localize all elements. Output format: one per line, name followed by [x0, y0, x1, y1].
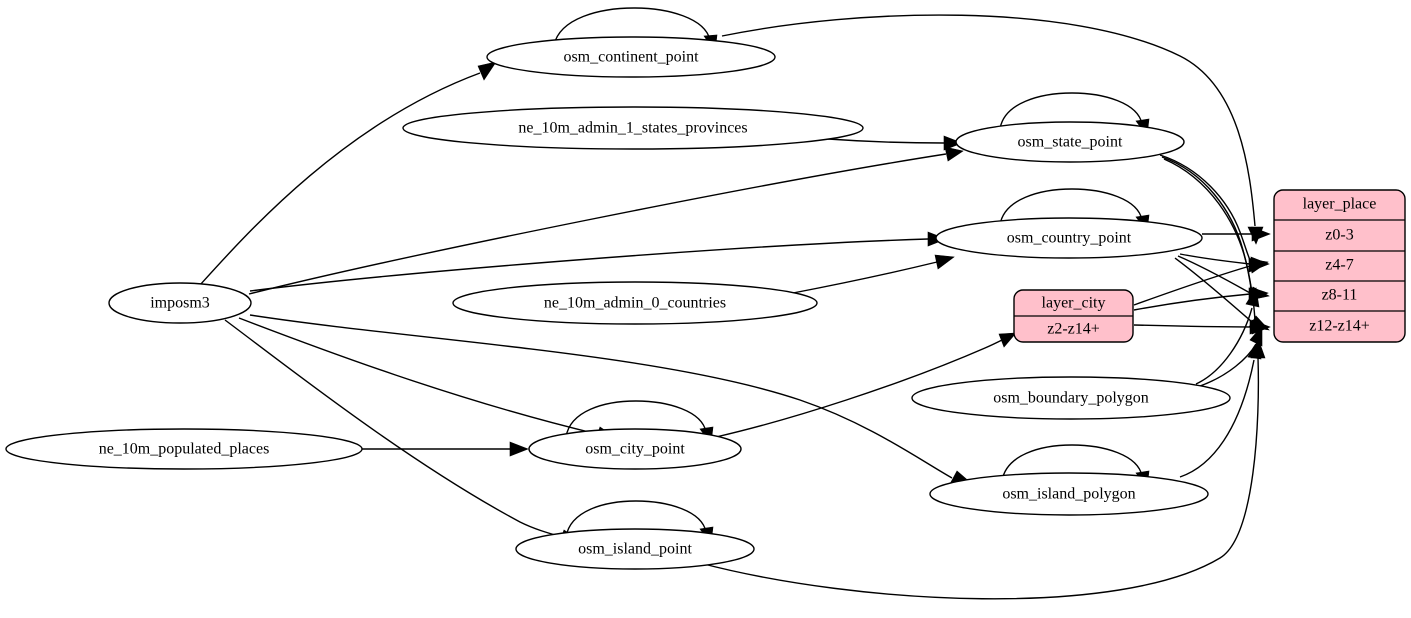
edge-ne_10m_admin_0_countries-to-osm_country_point — [792, 261, 938, 294]
edge-imposm3-to-osm_city_point — [238, 317, 598, 435]
edge-ne_10m_admin_1_states_provinces-to-osm_state_point — [827, 138, 945, 144]
node-ne_10m_admin_0_countries[interactable]: ne_10m_admin_0_countries — [452, 281, 818, 325]
node-shape-ellipse[interactable] — [486, 36, 776, 78]
arrowhead-icon — [1245, 287, 1260, 308]
node-label: ne_10m_admin_1_states_provinces — [518, 120, 747, 137]
selfloop-osm_city_point — [565, 400, 707, 438]
node-shape-ellipse[interactable] — [528, 428, 742, 470]
edge-layer_city-to-layer_place-z8-11 — [1133, 293, 1251, 311]
arrowhead-icon — [477, 61, 497, 81]
node-shape-ellipse[interactable] — [452, 281, 818, 325]
node-label: osm_country_point — [1007, 230, 1132, 247]
edge-imposm3-to-osm_island_polygon — [249, 314, 953, 479]
node-layer_place[interactable]: layer_place z0-3 z4-7 z8-11 z12-z14+ — [1273, 189, 1406, 343]
node-layer_city[interactable]: layer_city z2-z14+ — [1013, 289, 1134, 343]
record-row-layer_place-z8-11[interactable]: z8-11 — [1322, 287, 1358, 304]
edge-layer_city-to-layer_place-z4-7 — [1133, 265, 1251, 306]
node-label: osm_boundary_polygon — [993, 390, 1149, 407]
node-label: osm_island_point — [578, 541, 692, 558]
edge-osm_boundary_polygon-to-layer_place-z12-z14 — [1199, 343, 1257, 387]
node-label: osm_continent_point — [563, 49, 699, 66]
selfloop-osm_island_point — [565, 500, 707, 538]
node-shape-ellipse[interactable] — [108, 282, 252, 324]
record-row-layer_place-z12-z14[interactable]: z12-z14+ — [1309, 318, 1370, 335]
arrowhead-icon — [934, 254, 955, 270]
selfloop-osm_country_point — [999, 188, 1143, 226]
edge-layer_city-to-layer_place-z12-z14 — [1133, 324, 1253, 328]
node-shape-ellipse[interactable] — [955, 121, 1185, 163]
edge-osm_boundary_polygon-to-layer_place-z8-11 — [1195, 307, 1253, 385]
record-row-layer_city-z2-z14[interactable]: z2-z14+ — [1047, 321, 1100, 338]
node-shape-ellipse[interactable] — [929, 472, 1209, 516]
node-label: imposm3 — [150, 295, 210, 312]
node-osm_island_polygon[interactable]: osm_island_polygon — [929, 472, 1209, 516]
node-label: osm_island_polygon — [1002, 486, 1135, 503]
node-shape-ellipse[interactable] — [515, 528, 755, 570]
edge-osm_state_point-to-layer_place-z12-z14 — [1163, 158, 1256, 325]
arrowhead-icon — [998, 332, 1017, 348]
edge-imposm3-to-osm_continent_point — [199, 72, 481, 286]
node-label: osm_city_point — [585, 441, 685, 458]
node-ne_10m_admin_1_states_provinces[interactable]: ne_10m_admin_1_states_provinces — [402, 106, 864, 150]
nodes-group: imposm3 ne_10m_populated_places osm_cont… — [5, 36, 1231, 570]
edge-osm_country_point-to-layer_place-z8-11 — [1177, 255, 1251, 294]
arrowhead-icon — [1251, 226, 1271, 242]
node-osm_city_point[interactable]: osm_city_point — [528, 428, 742, 470]
node-shape-ellipse[interactable] — [5, 428, 363, 470]
selfloop-osm_continent_point — [553, 7, 711, 46]
node-osm_boundary_polygon[interactable]: osm_boundary_polygon — [911, 376, 1231, 420]
node-label: osm_state_point — [1018, 134, 1123, 151]
selfloop-osm_island_polygon — [1001, 444, 1143, 482]
record-row-layer_place-z0-3[interactable]: z0-3 — [1325, 227, 1353, 244]
arrowhead-icon — [944, 146, 964, 162]
node-shape-ellipse[interactable] — [911, 376, 1231, 420]
edge-imposm3-to-osm_state_point — [248, 153, 947, 295]
edge-osm_island_point-to-layer_place-z12-z14 — [699, 357, 1260, 600]
node-label: ne_10m_populated_places — [99, 441, 270, 458]
edge-osm_island_polygon-to-layer_place-z12-z14 — [1179, 359, 1255, 478]
node-osm_country_point[interactable]: osm_country_point — [935, 217, 1203, 259]
record-row-layer_place-z4-7[interactable]: z4-7 — [1325, 257, 1353, 274]
edge-osm_country_point-to-layer_place-z12-z14 — [1174, 257, 1253, 323]
edge-imposm3-to-osm_country_point — [249, 238, 929, 292]
node-shape-ellipse[interactable] — [935, 217, 1203, 259]
node-imposm3[interactable]: imposm3 — [108, 282, 252, 324]
edge-imposm3-to-osm_island_point — [224, 319, 563, 538]
arrowhead-icon — [509, 441, 529, 457]
node-shape-ellipse[interactable] — [402, 106, 864, 150]
selfloop-osm_state_point — [999, 92, 1143, 130]
arrowhead-icon — [1248, 258, 1269, 274]
node-ne_10m_populated_places[interactable]: ne_10m_populated_places — [5, 428, 363, 470]
edge-osm_state_point-to-layer_place-z4-7 — [1159, 154, 1253, 265]
node-osm_state_point[interactable]: osm_state_point — [955, 121, 1185, 163]
node-osm_island_point[interactable]: osm_island_point — [515, 528, 755, 570]
edge-osm_continent_point-to-layer_place-z0-3 — [721, 14, 1256, 227]
edge-osm_city_point-to-layer_city-z2-z14 — [715, 339, 1003, 438]
record-row-layer_city-title[interactable]: layer_city — [1042, 295, 1106, 312]
record-row-layer_place-title[interactable]: layer_place — [1303, 196, 1377, 213]
edge-osm_country_point-to-layer_place-z4-7 — [1179, 253, 1251, 265]
arrowhead-icon — [943, 135, 963, 151]
arrowhead-icon — [1250, 340, 1266, 359]
node-label: ne_10m_admin_0_countries — [544, 295, 726, 312]
record-shape-layer_place[interactable] — [1273, 189, 1406, 343]
node-osm_continent_point[interactable]: osm_continent_point — [486, 36, 776, 78]
